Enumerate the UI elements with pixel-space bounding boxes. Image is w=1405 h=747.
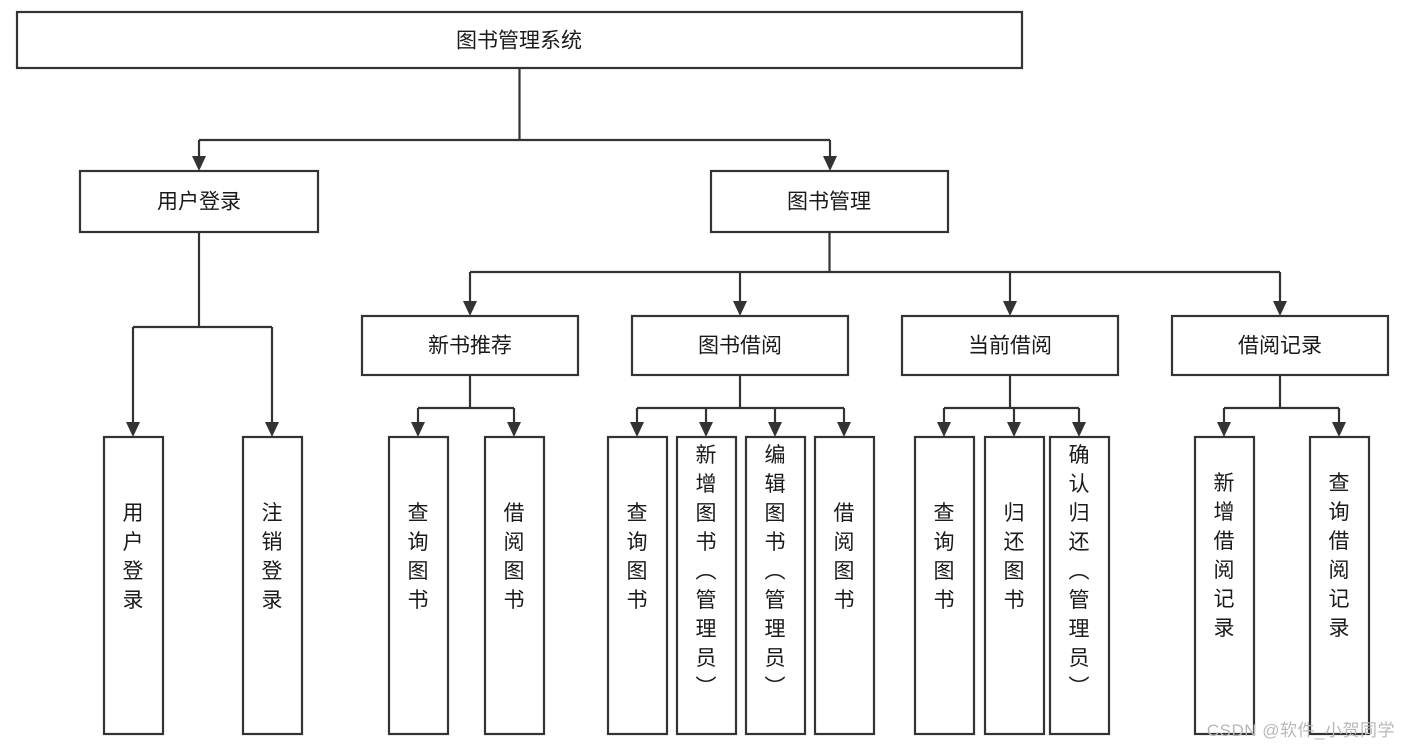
node-leaf-user-login[interactable]: 用户登录 — [102, 435, 165, 736]
arrow-newbook-to-leaf1 — [411, 422, 425, 437]
node-leaf-logout-label: 注销登录 — [262, 502, 283, 612]
arrow-newbook-to-leaf2 — [507, 422, 521, 437]
node-book-borrow-box[interactable] — [630, 314, 850, 377]
arrow-record-to-leaf1 — [1217, 422, 1231, 437]
node-leaf-confirm-return[interactable]: 确认归还︵管理员︶ — [1048, 435, 1111, 736]
node-leaf-query-book-b[interactable]: 查询图书 — [606, 435, 669, 736]
node-leaf-edit-book-label: 编辑图书︵管理员︶ — [765, 444, 786, 699]
node-leaf-add-record[interactable]: 新增借阅记录 — [1193, 435, 1256, 736]
node-current-borrow[interactable]: 当前借阅 — [900, 314, 1120, 377]
node-leaf-borrow-book-b-box[interactable] — [813, 435, 876, 736]
node-leaf-confirm-return-box[interactable] — [1048, 435, 1111, 736]
node-user-login[interactable]: 用户登录 — [78, 169, 320, 234]
node-leaf-query-book-b-box[interactable] — [606, 435, 669, 736]
arrow-current-to-leaf2 — [1007, 422, 1021, 437]
arrow-current-to-leaf3 — [1072, 422, 1086, 437]
node-leaf-logout-box[interactable] — [241, 435, 304, 736]
node-book-management-label: 图书管理 — [787, 191, 871, 214]
arrow-userlogin-to-leaf1 — [126, 422, 140, 437]
node-borrow-record[interactable]: 借阅记录 — [1170, 314, 1390, 377]
arrow-bookmgmt-to-current — [1003, 301, 1017, 316]
node-leaf-logout[interactable]: 注销登录 — [241, 435, 304, 736]
node-layer: 图书管理系统 用户登录 图书管理 新书推荐 图书借阅 当前 — [15, 10, 1390, 736]
node-current-borrow-label: 当前借阅 — [968, 335, 1052, 358]
node-leaf-query-book-c-label: 查询图书 — [934, 502, 955, 612]
node-leaf-add-book-label: 新增图书︵管理员︶ — [696, 444, 717, 699]
node-leaf-borrow-book-b-label: 借阅图书 — [834, 502, 855, 612]
node-leaf-query-book-a-box[interactable] — [387, 435, 450, 736]
connector-layer — [126, 68, 1346, 437]
arrow-userlogin-to-leaf2 — [265, 422, 279, 437]
node-leaf-query-record-box[interactable] — [1308, 435, 1371, 736]
node-leaf-borrow-book-a-box[interactable] — [483, 435, 546, 736]
arrow-bookmgmt-to-record — [1273, 301, 1287, 316]
node-book-borrow[interactable]: 图书借阅 — [630, 314, 850, 377]
arrow-current-to-leaf1 — [937, 422, 951, 437]
node-current-borrow-box[interactable] — [900, 314, 1120, 377]
node-leaf-add-record-box[interactable] — [1193, 435, 1256, 736]
arrow-root-to-book-mgmt — [823, 156, 837, 171]
node-leaf-edit-book-box[interactable] — [744, 435, 807, 736]
node-borrow-record-box[interactable] — [1170, 314, 1390, 377]
node-leaf-borrow-book-b[interactable]: 借阅图书 — [813, 435, 876, 736]
node-leaf-return-book-label: 归还图书 — [1004, 502, 1025, 612]
node-leaf-return-book-box[interactable] — [983, 435, 1046, 736]
arrow-bookmgmt-to-newbook — [463, 301, 477, 316]
node-book-management-box[interactable] — [709, 169, 950, 234]
node-leaf-query-record-label: 查询借阅记录 — [1329, 472, 1350, 640]
node-leaf-return-book[interactable]: 归还图书 — [983, 435, 1046, 736]
arrow-root-to-user-login — [192, 156, 206, 171]
node-new-book-recommend-box[interactable] — [360, 314, 580, 377]
node-leaf-query-book-c[interactable]: 查询图书 — [913, 435, 976, 736]
arrow-borrow-to-leaf2 — [699, 422, 713, 437]
node-book-borrow-label: 图书借阅 — [698, 335, 782, 358]
node-book-management[interactable]: 图书管理 — [709, 169, 950, 234]
arrow-borrow-to-leaf4 — [837, 422, 851, 437]
node-leaf-confirm-return-label: 确认归还︵管理员︶ — [1069, 444, 1090, 699]
node-user-login-box[interactable] — [78, 169, 320, 234]
node-leaf-borrow-book-a[interactable]: 借阅图书 — [483, 435, 546, 736]
node-root[interactable]: 图书管理系统 — [15, 10, 1024, 70]
node-leaf-add-book[interactable]: 新增图书︵管理员︶ — [675, 435, 738, 736]
node-leaf-add-record-label: 新增借阅记录 — [1214, 472, 1235, 640]
arrow-borrow-to-leaf1 — [630, 422, 644, 437]
csdn-watermark: CSDN @软件_小贺同学 — [1206, 721, 1395, 740]
node-leaf-query-book-b-label: 查询图书 — [627, 502, 648, 612]
node-new-book-recommend[interactable]: 新书推荐 — [360, 314, 580, 377]
node-user-login-label: 用户登录 — [157, 191, 241, 214]
node-leaf-query-book-a-label: 查询图书 — [408, 502, 429, 612]
node-leaf-query-book-a[interactable]: 查询图书 — [387, 435, 450, 736]
node-leaf-borrow-book-a-label: 借阅图书 — [504, 502, 525, 612]
node-leaf-user-login-box[interactable] — [102, 435, 165, 736]
node-leaf-query-record[interactable]: 查询借阅记录 — [1308, 435, 1371, 736]
node-root-label: 图书管理系统 — [456, 30, 582, 53]
arrow-borrow-to-leaf3 — [768, 422, 782, 437]
node-new-book-recommend-label: 新书推荐 — [428, 335, 512, 358]
node-borrow-record-label: 借阅记录 — [1238, 335, 1322, 358]
node-leaf-add-book-box[interactable] — [675, 435, 738, 736]
node-root-box[interactable] — [15, 10, 1024, 70]
node-leaf-user-login-label: 用户登录 — [123, 502, 144, 612]
node-leaf-query-book-c-box[interactable] — [913, 435, 976, 736]
arrow-bookmgmt-to-borrow — [733, 301, 747, 316]
node-leaf-edit-book[interactable]: 编辑图书︵管理员︶ — [744, 435, 807, 736]
arrow-record-to-leaf2 — [1332, 422, 1346, 437]
